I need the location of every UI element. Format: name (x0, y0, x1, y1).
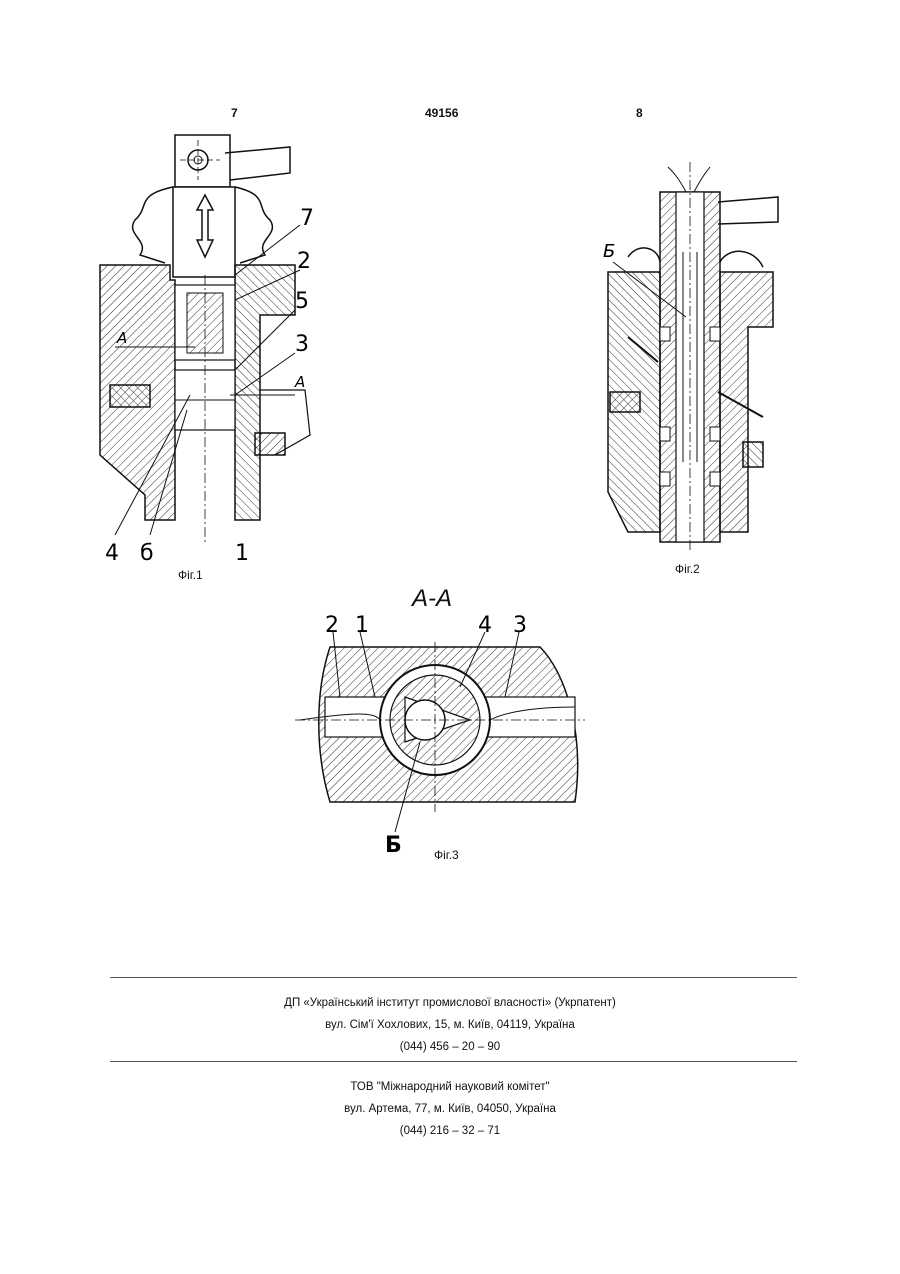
figure-2-caption: Фіг.2 (675, 562, 700, 576)
section-title: А-А (412, 585, 452, 613)
figure-1-caption: Фіг.1 (178, 568, 203, 582)
figure-1-drawing: А А 7 2 5 3 4 б 1 (95, 125, 330, 570)
label-1: 1 (355, 613, 369, 638)
label-5: 5 (295, 289, 309, 314)
label-3: 3 (513, 613, 527, 638)
footer-divider-middle (110, 1061, 797, 1062)
label-1: 1 (235, 541, 249, 566)
printer-name: ТОВ "Міжнародний науковий комітет" (0, 1076, 900, 1098)
patent-number: 49156 (425, 106, 458, 120)
label-4: 4 (105, 541, 119, 566)
page-number-left: 7 (231, 106, 238, 120)
footer-divider-top (110, 977, 797, 978)
label-b: Б (603, 241, 615, 262)
footer-block-2: ТОВ "Міжнародний науковий комітет" вул. … (0, 1076, 900, 1142)
label-2: 2 (325, 613, 339, 638)
label-3: 3 (295, 332, 309, 357)
label-2: 2 (297, 249, 311, 274)
label-4: 4 (478, 613, 492, 638)
figure-3-drawing: 2 1 4 3 Б (295, 612, 585, 857)
label-7: 7 (300, 206, 314, 231)
figure-3-caption: Фіг.3 (434, 848, 459, 862)
figure-2-drawing: Б (598, 162, 783, 562)
page-number-right: 8 (636, 106, 643, 120)
footer-block-1: ДП «Український інститут промислової вла… (0, 992, 900, 1058)
section-mark-a-right: А (294, 373, 305, 391)
label-b: Б (385, 833, 402, 857)
publisher-address: вул. Сім'ї Хохлових, 15, м. Київ, 04119,… (0, 1014, 900, 1036)
printer-phone: (044) 216 – 32 – 71 (0, 1120, 900, 1142)
printer-address: вул. Артема, 77, м. Київ, 04050, Україна (0, 1098, 900, 1120)
publisher-name: ДП «Український інститут промислової вла… (0, 992, 900, 1014)
section-mark-a-left: А (116, 329, 127, 347)
label-6: б (140, 541, 154, 566)
publisher-phone: (044) 456 – 20 – 90 (0, 1036, 900, 1058)
